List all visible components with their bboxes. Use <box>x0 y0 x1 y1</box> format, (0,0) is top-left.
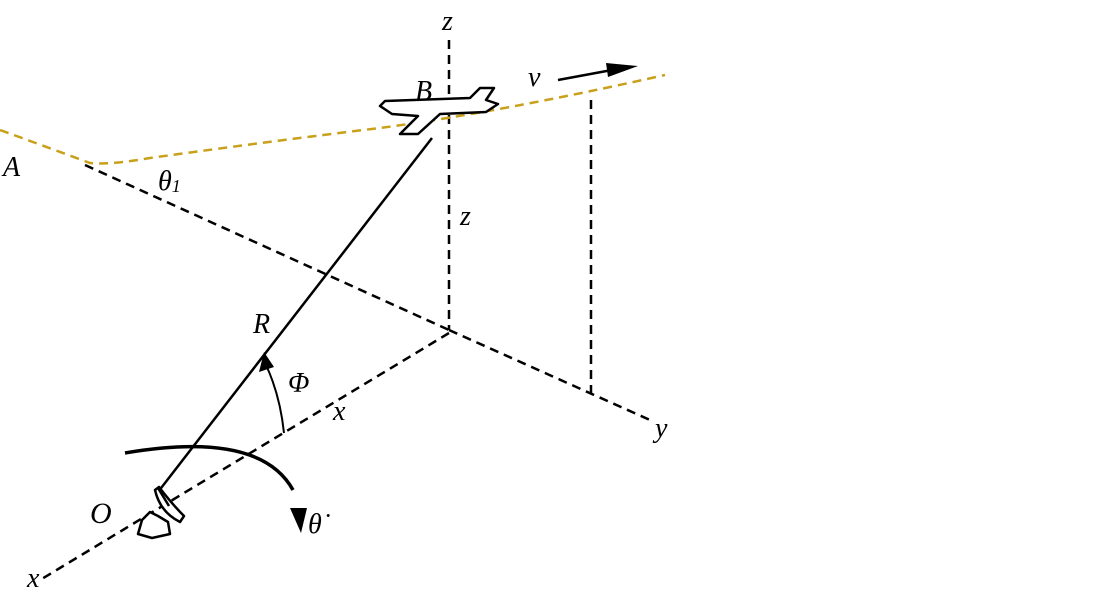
x-axis-line <box>39 331 450 582</box>
velocity-arrowhead <box>606 63 638 77</box>
z-height-label: z <box>459 201 471 232</box>
x-ground-label: x <box>332 396 346 427</box>
range-line <box>157 137 433 493</box>
airplane-icon <box>378 86 500 136</box>
z-axis-label: z <box>441 6 453 37</box>
point-b-label: B <box>415 76 432 107</box>
y-axis-label: y <box>652 413 668 444</box>
flight-path <box>0 73 666 165</box>
azimuth-arrowhead <box>290 508 307 533</box>
angle-theta1-label: θ1 <box>158 166 181 197</box>
velocity-label: v <box>528 62 541 93</box>
elevation-arrowhead <box>259 352 274 372</box>
x-axis-label: x <box>26 563 40 594</box>
ground-line-a-to-origin <box>84 163 450 332</box>
point-o-label: O <box>90 497 112 530</box>
azimuth-rate-label: θ̇ <box>308 509 330 540</box>
elevation-angle-label: Φ <box>288 368 309 399</box>
radar-dish-icon <box>136 485 186 540</box>
elevation-angle-arc <box>265 364 285 434</box>
velocity-arrow-line <box>557 68 613 82</box>
range-label: R <box>252 309 270 340</box>
azimuth-rotation-arc <box>124 444 295 491</box>
point-a-label: A <box>1 152 21 183</box>
y-axis-line <box>448 328 651 422</box>
